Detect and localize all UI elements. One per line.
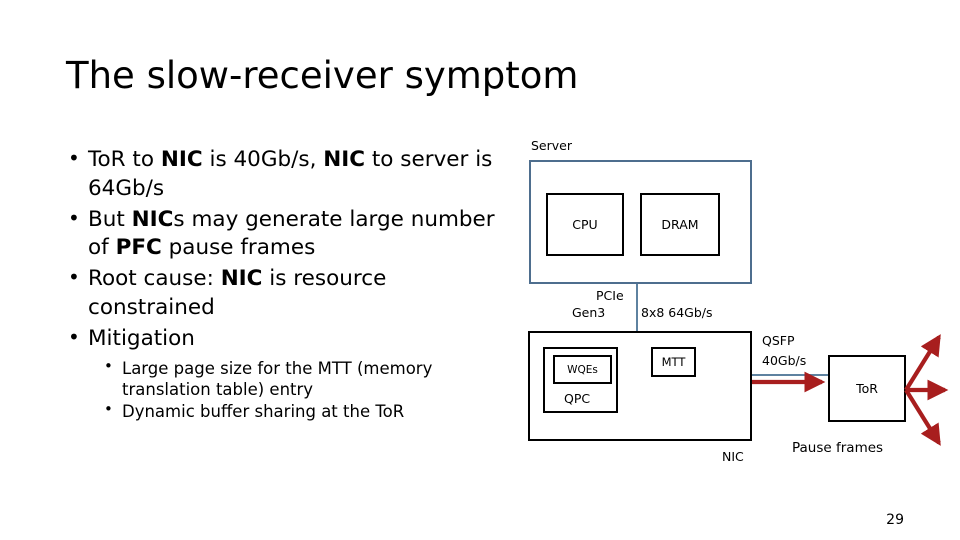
qsfp-connector-line: [752, 374, 830, 376]
sub-bullet-text-2: Dynamic buffer sharing at the ToR: [122, 402, 405, 422]
arrow-pause-down: [904, 388, 941, 446]
page-title: The slow-receiver symptom: [66, 54, 579, 97]
sub-bullet-text-1: Large page size for the MTT (memory tran…: [122, 358, 433, 400]
dram-box: DRAM: [640, 193, 720, 256]
wqes-label: WQEs: [567, 363, 598, 376]
bullet-text-1: ToR to NIC is 40Gb/s, NIC to server is 6…: [88, 147, 493, 201]
mtt-box: MTT: [651, 347, 696, 377]
bullet-glyph: •: [104, 400, 113, 419]
cpu-label: CPU: [572, 217, 598, 232]
server-box: [529, 160, 752, 284]
qsfp-label-line1: QSFP: [762, 333, 795, 348]
bullet-item-3: • Root cause: NIC is resource constraine…: [60, 265, 512, 323]
sub-bullet-item-1: • Large page size for the MTT (memory tr…: [102, 356, 512, 401]
bullet-item-2: • But NICs may generate large number of …: [60, 206, 512, 264]
bullet-list: • ToR to NIC is 40Gb/s, NIC to server is…: [60, 146, 512, 424]
server-label: Server: [531, 138, 572, 153]
arrow-pause-up: [904, 334, 941, 392]
pcie-label-line1: PCIe: [596, 288, 624, 303]
tor-box: ToR: [828, 355, 906, 422]
qsfp-label-rate: 40Gb/s: [762, 353, 807, 368]
page-number: 29: [886, 512, 904, 528]
pcie-label-gen3: Gen3: [572, 305, 606, 320]
pcie-label-width-rate: 8x8 64Gb/s: [641, 305, 713, 320]
pause-frames-label: Pause frames: [792, 440, 884, 456]
bullet-glyph: •: [68, 265, 80, 290]
bullet-text-3: Root cause: NIC is resource constrained: [88, 266, 387, 320]
sub-bullet-list: • Large page size for the MTT (memory tr…: [60, 356, 512, 423]
bullet-item-1: • ToR to NIC is 40Gb/s, NIC to server is…: [60, 146, 512, 204]
pcie-connector-line: [636, 284, 638, 331]
mtt-label: MTT: [661, 355, 686, 369]
bullet-glyph: •: [68, 205, 80, 230]
bullet-text-4: Mitigation: [88, 325, 195, 351]
bullet-glyph: •: [68, 324, 80, 349]
qpc-label: QPC: [564, 391, 591, 406]
bullet-text-2: But NICs may generate large number of PF…: [88, 206, 495, 261]
bullet-glyph: •: [68, 146, 80, 170]
nic-label: NIC: [722, 449, 744, 464]
dram-label: DRAM: [661, 217, 699, 232]
bullet-glyph: •: [104, 356, 113, 375]
wqes-box: WQEs: [553, 355, 612, 384]
bullet-item-4: • Mitigation: [60, 325, 512, 354]
sub-bullet-item-2: • Dynamic buffer sharing at the ToR: [102, 400, 512, 422]
cpu-box: CPU: [546, 193, 624, 256]
tor-label: ToR: [856, 381, 878, 396]
